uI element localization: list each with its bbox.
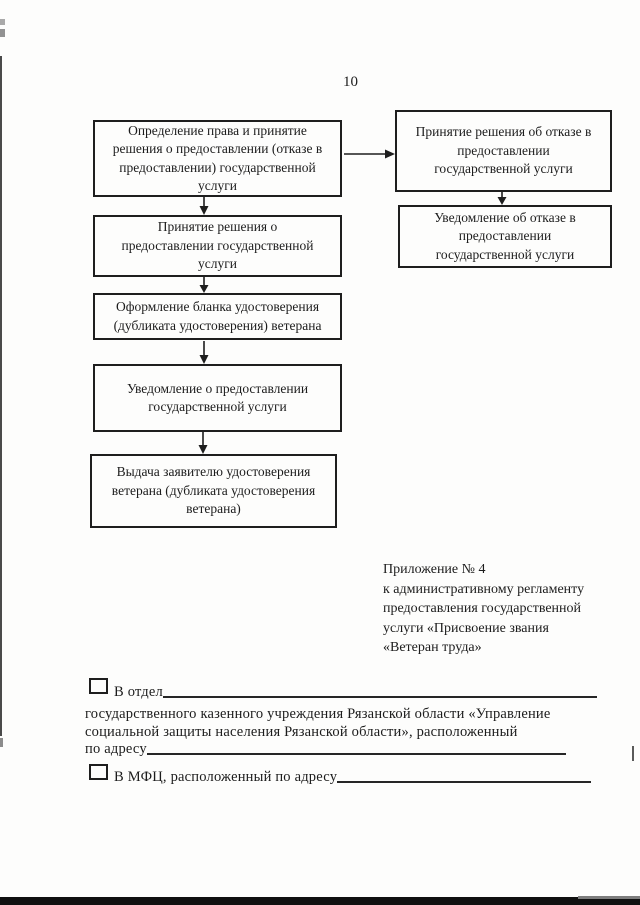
department-address-label: по адресу: [85, 741, 147, 757]
arrow-refusal-to-refusal-notification: [497, 192, 507, 205]
scan-artifact-bottom-bar: [0, 897, 640, 905]
department-address-line: по адресу: [85, 741, 566, 758]
flow-step-grant-decision: Принятие решения о предоставлении госуда…: [93, 215, 342, 277]
mfc-checkbox[interactable]: [89, 764, 108, 780]
annex-line: Приложение № 4: [383, 562, 486, 577]
mfc-option-line: В МФЦ, расположенный по адресу: [114, 769, 591, 786]
arrow-grant-to-certificate-form: [199, 277, 209, 293]
arrow-determine-to-grant: [199, 197, 209, 215]
page-number: 10: [343, 74, 358, 90]
department-description-line-2: социальной защиты населения Рязанской об…: [85, 724, 518, 740]
annex-line: предоставления государственной: [383, 601, 582, 616]
flow-step-certificate-handover: Выдача заявителю удостоверения ветерана …: [90, 454, 337, 528]
flow-step-label: Уведомление о предоставлении государстве…: [126, 380, 309, 415]
department-option-label: В отдел: [114, 684, 163, 700]
flow-step-grant-notification: Уведомление о предоставлении государстве…: [93, 364, 342, 432]
arrow-certificate-form-to-notification: [199, 341, 209, 364]
scan-artifact-right-tick: [632, 746, 634, 761]
flow-step-refusal-decision: Принятие решения об отказе в предоставле…: [395, 110, 612, 192]
scan-artifact-left-dash: [0, 29, 5, 37]
scan-artifact-left-edge-tail: [0, 738, 3, 747]
department-name-fill-line[interactable]: [162, 696, 597, 698]
flow-step-certificate-issue-form: Оформление бланка удостоверения (дублика…: [93, 293, 342, 340]
arrow-notification-to-handover: [198, 432, 208, 454]
annex-note: Приложение № 4 к административному регла…: [383, 560, 623, 658]
annex-line: «Ветеран труда»: [383, 640, 482, 655]
annex-line: к административному регламенту: [383, 581, 585, 597]
flow-step-label: Определение права и принятие решения о п…: [112, 122, 323, 194]
department-checkbox[interactable]: [89, 678, 108, 694]
department-description-line-1: государственного казенного учреждения Ря…: [85, 706, 551, 722]
flow-step-refusal-notification: Уведомление об отказе в предоставлении г…: [398, 205, 612, 268]
flow-step-label: Уведомление об отказе в предоставлении г…: [434, 209, 576, 262]
scan-artifact-left-dash: [0, 19, 5, 25]
flow-step-label: Выдача заявителю удостоверения ветерана …: [111, 464, 316, 517]
flow-step-label: Оформление бланка удостоверения (дублика…: [113, 299, 322, 333]
arrow-determine-to-refusal: [344, 149, 395, 159]
scan-artifact-bottom-bar-gray: [578, 896, 640, 899]
flow-step-label: Принятие решения о предоставлении госуда…: [121, 219, 314, 272]
mfc-address-fill-line[interactable]: [337, 781, 591, 783]
flow-step-label: Принятие решения об отказе в предоставле…: [415, 124, 592, 177]
department-address-fill-line[interactable]: [146, 753, 566, 755]
department-option-line: В отдел: [114, 684, 597, 701]
annex-line: услуги «Присвоение звания: [383, 620, 549, 636]
flow-step-determine-decision: Определение права и принятие решения о п…: [93, 120, 342, 197]
scan-artifact-left-edge-line: [0, 56, 2, 736]
mfc-option-label: В МФЦ, расположенный по адресу: [114, 769, 338, 785]
